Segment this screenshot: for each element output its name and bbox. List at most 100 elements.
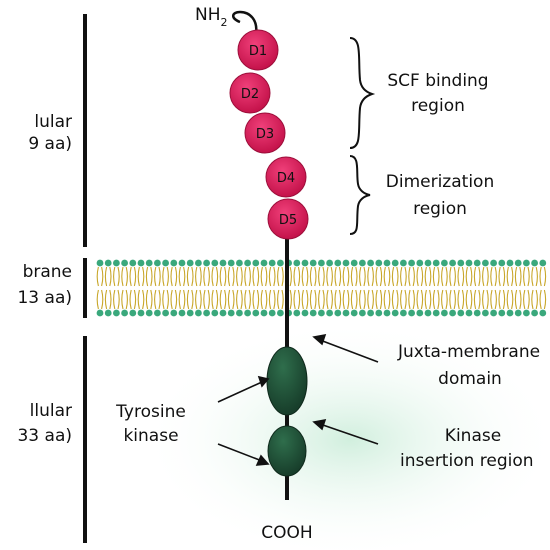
lipid-head bbox=[236, 309, 243, 317]
lipid-tail bbox=[203, 266, 206, 287]
lipid-head bbox=[162, 309, 170, 317]
lipid-tail bbox=[388, 289, 391, 310]
lipid-tail bbox=[482, 289, 485, 310]
lipid-head bbox=[301, 309, 309, 317]
lipid-tail bbox=[461, 289, 465, 310]
extracellular-label-line1: lular bbox=[34, 112, 72, 132]
lipid-head bbox=[219, 309, 227, 317]
lipid-head bbox=[490, 309, 497, 317]
lipid-head bbox=[498, 259, 506, 267]
lipid-tail bbox=[355, 289, 358, 310]
lipid-tail bbox=[289, 266, 292, 287]
lipid-tail bbox=[170, 266, 173, 287]
lipid-tail bbox=[162, 266, 165, 287]
lipid-head bbox=[170, 309, 178, 317]
extracellular-label-line2: 9 aa) bbox=[28, 134, 72, 154]
lipid-head bbox=[350, 259, 358, 267]
lipid-tail bbox=[186, 266, 190, 287]
lipid-tail bbox=[334, 266, 337, 287]
lipid-tail bbox=[252, 289, 255, 310]
lipid-tail bbox=[158, 266, 161, 287]
lipid-head bbox=[236, 259, 243, 267]
lipid-head bbox=[113, 259, 120, 267]
lipid-tail bbox=[511, 266, 514, 287]
cytoplasm-glow bbox=[140, 320, 550, 550]
lipid-head bbox=[318, 309, 325, 317]
lipid-head bbox=[145, 309, 153, 317]
lipid-tail bbox=[506, 289, 509, 310]
lipid-tail bbox=[125, 289, 128, 310]
lipid-tail bbox=[273, 266, 276, 287]
lipid-head bbox=[449, 309, 456, 317]
lipid-tail bbox=[330, 289, 333, 310]
lipid-tail bbox=[498, 289, 501, 310]
lipid-tail bbox=[240, 289, 243, 310]
lipid-tail bbox=[453, 266, 456, 287]
dimerization-label-line2: region bbox=[413, 199, 467, 219]
lipid-tail bbox=[416, 266, 419, 287]
lipid-tail bbox=[322, 289, 325, 310]
lipid-tail bbox=[260, 266, 263, 287]
lipid-tail bbox=[412, 289, 415, 310]
lipid-tail bbox=[482, 266, 485, 287]
lipid-tail bbox=[117, 266, 120, 287]
domain-d3-label: D3 bbox=[256, 127, 274, 142]
lipid-tail bbox=[408, 289, 411, 310]
lipid-head bbox=[252, 259, 260, 267]
lipid-tail bbox=[404, 289, 407, 310]
lipid-tail bbox=[478, 266, 481, 287]
lipid-tail bbox=[473, 289, 477, 310]
lipid-head bbox=[211, 259, 219, 267]
n-terminal-tail bbox=[232, 10, 258, 35]
lipid-tail bbox=[256, 266, 260, 287]
lipid-tail bbox=[207, 266, 210, 287]
lipid-head bbox=[154, 259, 161, 267]
lipid-head bbox=[186, 259, 194, 267]
lipid-head bbox=[408, 309, 415, 317]
lipid-tail bbox=[461, 266, 465, 287]
lipid-head bbox=[506, 259, 514, 267]
juxtamembrane-label-line2: domain bbox=[438, 369, 502, 389]
lipid-head bbox=[129, 309, 137, 317]
lipid-tail bbox=[232, 266, 235, 287]
lipid-head bbox=[441, 259, 448, 267]
lipid-head bbox=[531, 259, 538, 267]
lipid-head bbox=[277, 309, 284, 317]
lipid-tail bbox=[494, 289, 497, 310]
lipid-tail bbox=[445, 266, 448, 287]
dimerization-label-line1: Dimerization bbox=[386, 172, 494, 192]
lipid-head bbox=[465, 259, 473, 267]
lipid-tail bbox=[383, 289, 386, 310]
juxtamembrane-label-line1: Juxta-membrane bbox=[397, 342, 540, 362]
lipid-head bbox=[400, 259, 407, 267]
lipid-head bbox=[129, 259, 137, 267]
lipid-tail bbox=[215, 289, 219, 310]
lipid-tail bbox=[543, 289, 547, 310]
lipid-tail bbox=[293, 266, 296, 287]
lipid-tail bbox=[494, 266, 497, 287]
domain-d1: D1 bbox=[237, 29, 279, 71]
lipid-head bbox=[260, 259, 268, 267]
domain-d1-label: D1 bbox=[249, 44, 267, 59]
lipid-tail bbox=[375, 289, 378, 310]
lipid-tail bbox=[367, 289, 370, 310]
lipid-head bbox=[523, 259, 530, 267]
lipid-tail bbox=[174, 289, 178, 310]
lipid-head bbox=[195, 259, 202, 267]
lipid-tail bbox=[531, 266, 534, 287]
lipid-tail bbox=[109, 289, 112, 310]
lipid-tail bbox=[281, 266, 284, 287]
lipid-tail bbox=[117, 289, 120, 310]
lipid-tail bbox=[432, 289, 436, 310]
lipid-tail bbox=[277, 266, 280, 287]
lipid-tail bbox=[289, 289, 292, 310]
lipid-tail bbox=[338, 289, 342, 310]
lipid-tail bbox=[478, 289, 481, 310]
lipid-tail bbox=[191, 266, 194, 287]
lipid-tail bbox=[318, 289, 321, 310]
lipid-tail bbox=[465, 266, 468, 287]
lipid-tail bbox=[260, 289, 263, 310]
lipid-tail bbox=[104, 266, 108, 287]
lipid-head bbox=[441, 309, 448, 317]
n-terminus-label: NH2 bbox=[195, 5, 228, 29]
